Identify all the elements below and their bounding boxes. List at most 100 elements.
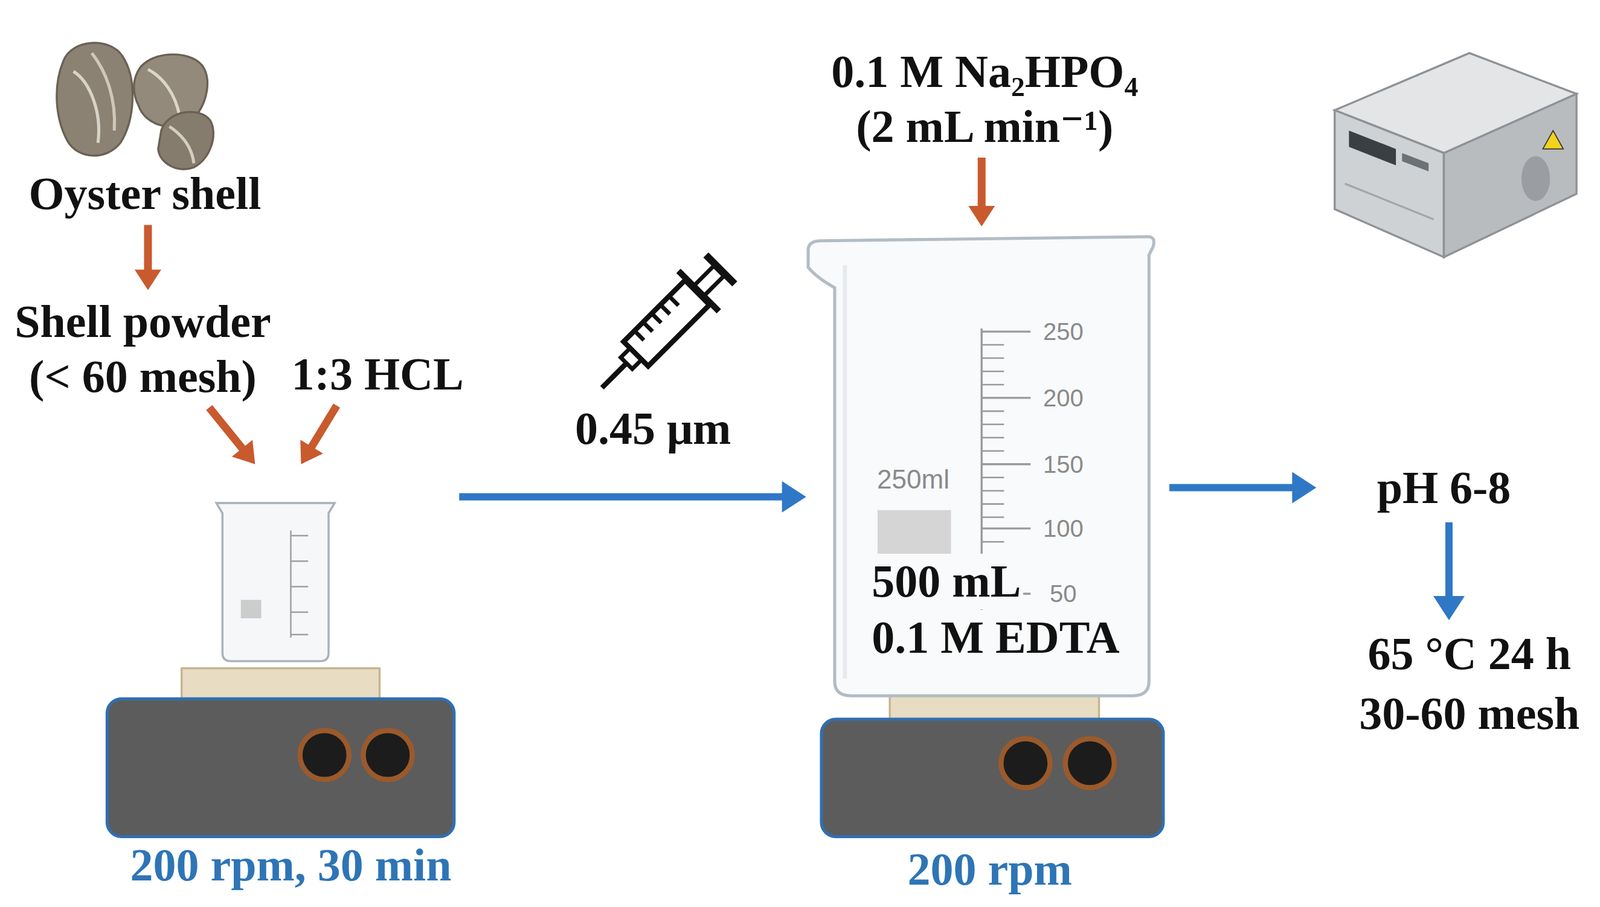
arrow-shaft	[143, 225, 152, 275]
small-beaker-part	[290, 611, 309, 614]
large-beaker-part	[981, 410, 1004, 413]
large-beaker-part	[842, 265, 847, 679]
graduation-mark: 100	[1043, 515, 1084, 542]
large-beaker-part	[981, 541, 1004, 543]
step-text: Shell powder (< 60 mesh)	[10, 294, 277, 405]
large-stirrer	[821, 693, 1164, 838]
syringe-icon-part	[643, 321, 653, 332]
step-text: 0.1 M Na₂HPO₄	[831, 44, 1138, 100]
syringe-icon-part	[602, 363, 627, 388]
process-arrow	[300, 405, 337, 465]
reagent-label: 0.1 M Na₂HPO₄(2 mL min⁻¹)	[827, 40, 1142, 158]
process-arrow	[459, 481, 806, 513]
process-arrow	[1433, 522, 1465, 621]
arrow-shaft	[977, 157, 986, 211]
step-text: 65 °C 24 h 30-60 mesh	[1354, 623, 1585, 744]
arrow-shaft	[459, 493, 787, 501]
reagent-label: 1:3 HCL	[288, 343, 468, 406]
large-beaker-part	[981, 527, 1031, 530]
small-beaker-part	[240, 599, 262, 618]
oyster-shell-picture	[56, 42, 214, 170]
step-text: Oyster shell	[28, 166, 261, 222]
step-text: 1:3 HCL	[291, 346, 464, 402]
small-beaker-part	[290, 585, 309, 588]
graduation-mark: 250	[1043, 318, 1084, 345]
syringe-icon-part	[651, 313, 662, 324]
syringe-icon-part	[706, 254, 736, 284]
arrow-head	[1433, 596, 1465, 621]
reaction-beaker: 500 mL0.1 M EDTA 200 rpm	[806, 226, 1170, 897]
large-beaker-part	[808, 236, 1154, 696]
graduation-mark: 50	[1049, 580, 1077, 608]
small-beaker-part	[290, 634, 309, 637]
centrifuge-picture	[1334, 53, 1577, 258]
small-beaker-part	[290, 560, 309, 563]
large-beaker-part	[981, 330, 1031, 333]
oyster-shell-picture-part	[73, 71, 100, 143]
syringe-icon-part	[660, 305, 670, 315]
large-beaker-part	[981, 357, 1004, 360]
material-label: Oyster shell	[24, 162, 265, 225]
process-arrow	[1169, 472, 1317, 504]
process-arrow	[134, 225, 162, 291]
arrow-shaft	[309, 405, 338, 451]
small-stirrer	[106, 668, 454, 838]
large-beaker-part	[981, 503, 1004, 505]
graduation-mark: 150	[1043, 451, 1084, 478]
small-stirrer-part	[300, 730, 350, 780]
centrifuge: pH 6-8	[1316, 41, 1578, 523]
large-beaker-part	[981, 424, 1004, 426]
oyster-shell-picture-part	[169, 126, 194, 164]
condition-label: 200 rpm, 30 min	[129, 837, 452, 893]
centrifuge-picture-part	[1444, 93, 1578, 257]
small-beaker	[216, 503, 335, 662]
syringe-icon-part	[634, 330, 644, 341]
large-beaker-part	[981, 450, 1004, 453]
arrow-head	[782, 481, 807, 513]
oyster-shell-picture-part	[91, 53, 115, 131]
process-arrow	[208, 407, 255, 465]
large-beaker-part	[981, 516, 1004, 519]
large-beaker-part	[981, 344, 1004, 347]
syringe-icon	[581, 249, 741, 409]
large-stirrer-part	[1000, 738, 1050, 788]
large-beaker-part	[981, 396, 1031, 399]
condition-label: 200 rpm	[907, 841, 1073, 897]
stirring-beaker: 200 rpm, 30 min	[102, 464, 460, 896]
large-beaker	[808, 236, 1154, 696]
oyster-shell-picture-part	[158, 111, 214, 170]
arrow-head	[231, 439, 256, 464]
arrow-shaft	[1169, 484, 1297, 492]
condition-label: 0.1 M EDTA	[869, 610, 1122, 666]
large-beaker-part	[981, 384, 1004, 386]
small-stirrer-part	[106, 698, 454, 837]
centrifuge-picture-part	[1334, 109, 1445, 257]
small-beaker-part	[289, 530, 292, 638]
centrifuge-picture-part	[1542, 130, 1564, 149]
large-beaker-part	[981, 370, 1004, 373]
arrow-head	[968, 205, 995, 227]
small-beaker-part	[216, 503, 335, 662]
graduation-mark: 200	[1043, 384, 1084, 412]
large-stirrer-part	[1065, 738, 1115, 788]
arrow-head	[134, 269, 162, 291]
large-beaker-part	[981, 476, 1004, 479]
small-stirrer-part	[181, 668, 380, 700]
condition-label: 500 mL	[869, 553, 1024, 609]
process-arrow	[968, 157, 995, 227]
arrow-shaft	[1445, 522, 1453, 601]
small-stirrer-part	[363, 730, 412, 780]
drying-label: 65 °C 24 h 30-60 mesh	[1351, 620, 1588, 748]
material-label: Shell powder (< 60 mesh)	[6, 290, 280, 408]
large-beaker-part	[981, 437, 1004, 440]
condition-label: pH 6-8	[1377, 460, 1512, 516]
step-text: (2 mL min⁻¹)	[831, 99, 1138, 155]
large-beaker-part	[981, 489, 1004, 492]
centrifuge-picture-part	[1521, 155, 1550, 201]
arrow-shaft	[208, 407, 245, 452]
arrow-head	[1291, 472, 1317, 504]
large-beaker-part	[981, 463, 1031, 466]
centrifuge-picture-part	[1345, 183, 1434, 220]
